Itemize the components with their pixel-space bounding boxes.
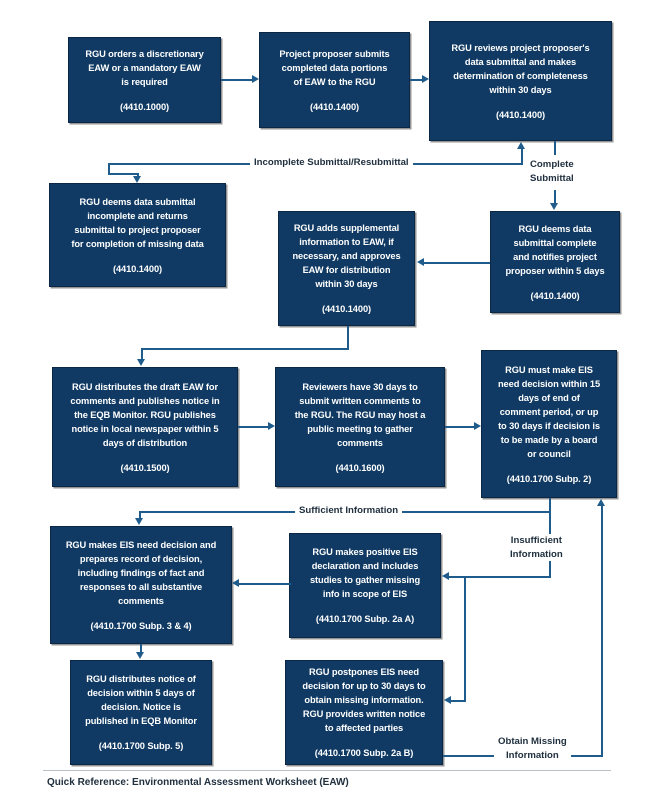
arrowhead-n11-to-n10: [232, 579, 239, 587]
footer-divider: [43, 770, 611, 771]
node-citation: (4410.1400): [530, 290, 580, 301]
process-node-reviewers-comment-period[interactable]: Reviewers have 30 days to submit written…: [275, 367, 445, 487]
arrowhead-insufficient-to-n13: [444, 696, 451, 704]
node-citation: (4410.1400): [495, 109, 546, 120]
node-citation: (4410.1700 Subp. 2a A): [315, 614, 415, 624]
connector-n6-to-n5: [424, 262, 490, 264]
connector-n10-to-n12: [140, 644, 142, 653]
connector-n5-to-n7-across: [141, 348, 349, 350]
arrowhead-n5-to-n7: [137, 359, 145, 366]
connector-insufficient-down-to-n13: [464, 576, 466, 701]
node-citation: (4410.1700 Subp. 2): [506, 473, 592, 484]
arrowhead-sufficient-to-n10: [135, 518, 143, 525]
node-body: RGU distributes notice of decision withi…: [85, 674, 197, 726]
node-body: Project proposer submits completed data …: [279, 48, 390, 87]
connector-insufficient-to-n11: [449, 576, 551, 578]
node-body: RGU distributes the draft EAW for commen…: [70, 381, 220, 448]
connector-sufficient-drop: [549, 498, 551, 513]
node-citation: (4410.1500): [120, 462, 170, 473]
arrowhead-complete-to-n6: [550, 203, 558, 210]
process-node-postpones-eis-need-decision[interactable]: RGU postpones EIS need decision for up t…: [285, 660, 443, 765]
process-node-rgu-distributes-draft-eaw[interactable]: RGU distributes the draft EAW for commen…: [52, 367, 238, 487]
process-node-eis-need-decision-record[interactable]: RGU makes EIS need decision and prepares…: [50, 526, 232, 644]
connector-incomplete-riser: [521, 149, 523, 164]
connector-complete-seg1: [554, 141, 556, 155]
connector-obtain-missing-riser: [601, 506, 603, 756]
node-citation: (4410.1700 Subp. 5): [98, 741, 184, 751]
process-node-rgu-reviews-submittal[interactable]: RGU reviews project proposer's data subm…: [429, 21, 612, 141]
node-citation: (4410.1400): [112, 263, 163, 274]
node-body: RGU makes positive EIS declaration and i…: [309, 547, 421, 599]
connector-incomplete-drop: [108, 163, 110, 175]
connector-n2-to-n3: [410, 79, 422, 81]
edge-label-obtain-missing-information: Obtain Missing Information: [494, 735, 571, 762]
edge-label-incomplete-submittal: Incomplete Submittal/Resubmittal: [250, 156, 413, 170]
node-body: RGU adds supplemental information to EAW…: [292, 223, 401, 289]
node-citation: (4410.1700 Subp. 3 & 4): [90, 620, 192, 631]
process-node-positive-eis-declaration[interactable]: RGU makes positive EIS declaration and i…: [289, 533, 441, 638]
arrowhead-n7-to-n8: [268, 422, 275, 430]
node-citation: (4410.1600): [335, 462, 385, 473]
node-body: RGU orders a discretionary EAW or a mand…: [85, 48, 204, 87]
arrowhead-n1-to-n2: [252, 75, 259, 83]
connector-incomplete-down-n4: [137, 173, 139, 177]
node-body: RGU must make EIS need decision within 1…: [497, 364, 601, 459]
connector-complete-seg2: [554, 190, 556, 204]
process-node-rgu-adds-supplemental-info[interactable]: RGU adds supplemental information to EAW…: [278, 211, 415, 326]
arrowhead-obtain-missing-to-n9: [597, 499, 605, 506]
connector-insufficient-to-n13: [451, 700, 466, 702]
decision-node-eis-need-decision-timing[interactable]: RGU must make EIS need decision within 1…: [481, 350, 617, 498]
node-body: RGU reviews project proposer's data subm…: [451, 42, 590, 95]
edge-label-insufficient-information: Insufficient Information: [506, 534, 567, 561]
process-node-proposer-submits-data[interactable]: Project proposer submits completed data …: [259, 32, 410, 128]
node-body: Reviewers have 30 days to submit written…: [294, 381, 426, 448]
connector-n7-to-n8: [238, 426, 268, 428]
connector-n1-to-n2: [221, 79, 252, 81]
process-node-rgu-orders-eaw[interactable]: RGU orders a discretionary EAW or a mand…: [68, 37, 221, 123]
arrowhead-n10-to-n12: [136, 652, 144, 659]
arrowhead-n8-to-n9: [474, 422, 481, 430]
arrowhead-insufficient-to-n11: [442, 572, 449, 580]
node-body: RGU postpones EIS need decision for up t…: [302, 667, 426, 733]
process-node-distributes-notice-of-decision[interactable]: RGU distributes notice of decision withi…: [70, 660, 212, 765]
connector-n5-to-n7-drop: [347, 326, 349, 350]
node-body: RGU makes EIS need decision and prepares…: [65, 539, 217, 606]
edge-label-sufficient-information: Sufficient Information: [295, 504, 403, 518]
arrowhead-incomplete-to-n4: [133, 176, 141, 183]
arrowhead-n6-to-n5: [417, 258, 424, 266]
arrowhead-incomplete-to-n3: [517, 142, 525, 149]
connector-n8-to-n9: [445, 426, 474, 428]
arrowhead-n2-to-n3: [422, 75, 429, 83]
node-citation: (4410.1700 Subp. 2a B): [314, 748, 414, 758]
edge-label-complete-submittal: Complete Submittal: [526, 158, 578, 185]
footer-title: Quick Reference: Environmental Assessmen…: [47, 777, 349, 788]
process-node-data-incomplete-returned[interactable]: RGU deems data submittal incomplete and …: [49, 183, 226, 287]
node-citation: (4410.1400): [309, 101, 360, 112]
process-node-data-complete-notify[interactable]: RGU deems data submittal complete and no…: [490, 211, 620, 313]
node-citation: (4410.1000): [119, 101, 170, 112]
connector-incomplete-to-n4-stub: [108, 173, 138, 175]
connector-n5-to-n7-down: [141, 348, 143, 360]
node-body: RGU deems data submittal incomplete and …: [71, 196, 204, 249]
node-body: RGU deems data submittal complete and no…: [505, 223, 605, 276]
connector-sufficient-down: [139, 511, 141, 519]
node-citation: (4410.1400): [321, 304, 372, 314]
connector-n11-to-n10: [239, 583, 291, 585]
